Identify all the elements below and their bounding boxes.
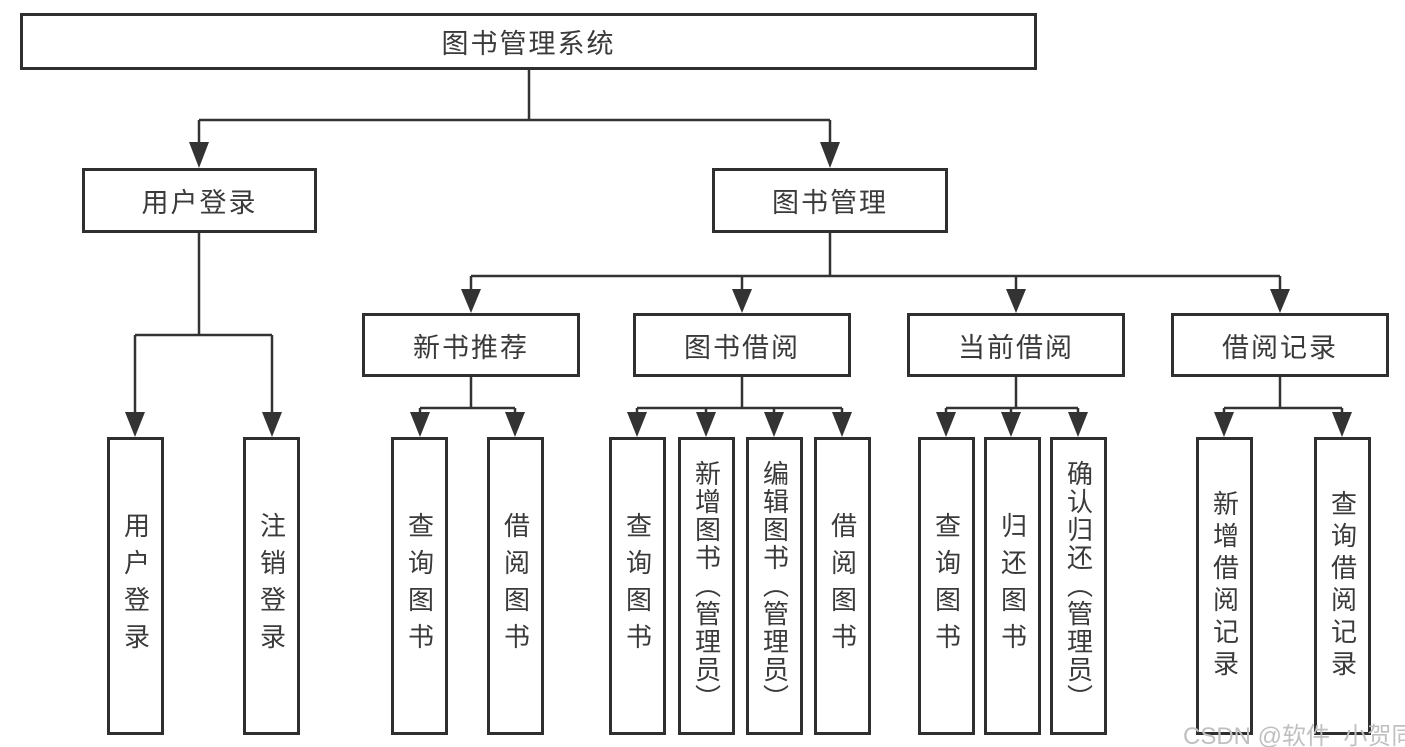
leaf-query-borrow-record: 查询借阅记录: [1314, 437, 1371, 735]
leaf-query-books-recommend: 查询图书: [391, 437, 448, 735]
node-root-system: 图书管理系统: [20, 13, 1037, 70]
leaf-label: 编辑图书（管理员）: [759, 460, 790, 712]
leaf-return-books: 归还图书: [984, 437, 1041, 735]
leaf-label: 归还图书: [997, 512, 1028, 660]
leaf-label: 新增图书（管理员）: [691, 460, 722, 712]
node-label: 当前借阅: [958, 332, 1074, 363]
node-book-management: 图书管理: [712, 168, 948, 233]
leaf-confirm-return-admin: 确认归还（管理员）: [1050, 437, 1107, 735]
leaf-query-books-current: 查询图书: [918, 437, 975, 735]
leaf-add-books-admin: 新增图书（管理员）: [678, 437, 735, 735]
csdn-watermark: CSDN @软件_小贺同学: [1183, 723, 1405, 747]
leaf-label: 借阅图书: [500, 512, 531, 660]
node-book-borrow: 图书借阅: [633, 313, 851, 377]
leaf-label: 查询图书: [404, 512, 435, 660]
node-label: 新书推荐: [413, 332, 529, 363]
node-borrow-records: 借阅记录: [1171, 313, 1389, 377]
leaf-label: 确认归还（管理员）: [1063, 460, 1094, 712]
leaf-user-login: 用户登录: [107, 437, 164, 735]
node-current-borrow: 当前借阅: [907, 313, 1125, 377]
leaf-label: 查询图书: [931, 512, 962, 660]
node-label: 用户登录: [141, 188, 258, 218]
leaf-add-borrow-record: 新增借阅记录: [1196, 437, 1253, 735]
leaf-label: 用户登录: [120, 512, 151, 660]
leaf-label: 借阅图书: [827, 512, 858, 660]
leaf-borrow-books-recommend: 借阅图书: [487, 437, 544, 735]
leaf-label: 新增借阅记录: [1209, 490, 1240, 682]
node-label: 图书借阅: [684, 332, 800, 363]
node-label: 图书管理: [772, 188, 888, 218]
leaf-logout: 注销登录: [243, 437, 300, 735]
leaf-borrow-books: 借阅图书: [814, 437, 871, 735]
leaf-query-books-borrow: 查询图书: [609, 437, 666, 735]
leaf-label: 注销登录: [256, 512, 287, 660]
node-label: 借阅记录: [1222, 332, 1338, 363]
node-user-login: 用户登录: [82, 168, 317, 233]
leaf-label: 查询借阅记录: [1327, 490, 1358, 682]
node-label: 图书管理系统: [441, 29, 616, 59]
node-new-book-recommend: 新书推荐: [362, 313, 580, 377]
leaf-edit-books-admin: 编辑图书（管理员）: [746, 437, 803, 735]
arrowhead-icons: [125, 142, 1352, 437]
leaf-label: 查询图书: [622, 512, 653, 660]
